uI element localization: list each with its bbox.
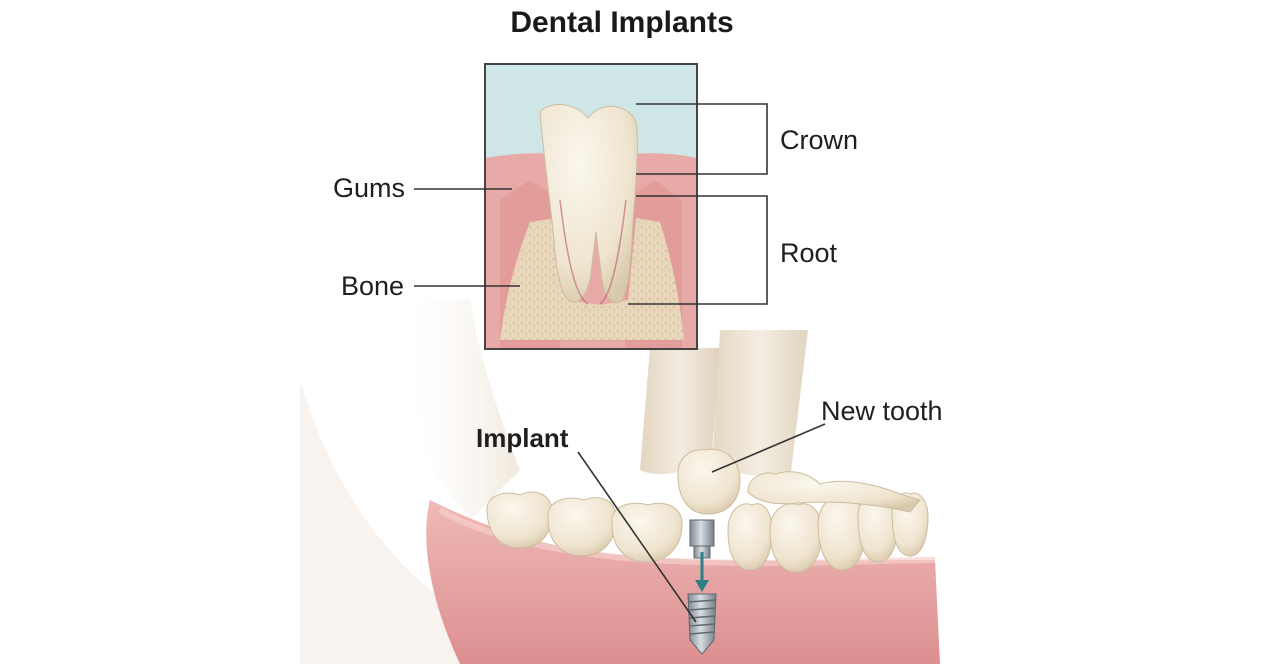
jaw-outline: [300, 380, 470, 664]
crown-bracket: [636, 103, 768, 175]
premolar-1: [727, 503, 773, 571]
label-new-tooth: New tooth: [821, 396, 943, 426]
molar-3: [611, 502, 683, 563]
implant-leader: [577, 451, 697, 623]
label-root: Root: [780, 238, 838, 268]
cross-section-inset: [484, 63, 698, 350]
lower-teeth-row: [486, 471, 929, 573]
root-bracket: [628, 195, 768, 305]
diagram-title: Dental Implants: [510, 6, 734, 39]
lower-gum: [426, 500, 940, 664]
label-implant: Implant: [476, 423, 569, 453]
leader-lines: [414, 103, 826, 623]
upper-tooth-left: [398, 300, 520, 520]
abutment: [689, 519, 715, 547]
molar-2: [547, 497, 617, 557]
new-tooth-crown: [677, 448, 741, 515]
new-tooth-leader: [711, 423, 826, 473]
label-bone: Bone: [341, 271, 405, 301]
label-crown: Crown: [780, 125, 859, 155]
upper-tooth-right: [712, 330, 808, 480]
back-teeth-cluster: [747, 471, 921, 513]
root-canal-line: [559, 199, 627, 305]
inset-frame: [484, 63, 698, 350]
inset-tooth: [539, 104, 638, 304]
placement-arrowhead: [695, 580, 709, 592]
premolar-2: [769, 503, 823, 573]
upper-tooth-center: [640, 348, 720, 475]
label-gums: Gums: [333, 173, 406, 203]
inset-bone: [500, 218, 684, 340]
implant-assembly: [677, 448, 741, 655]
